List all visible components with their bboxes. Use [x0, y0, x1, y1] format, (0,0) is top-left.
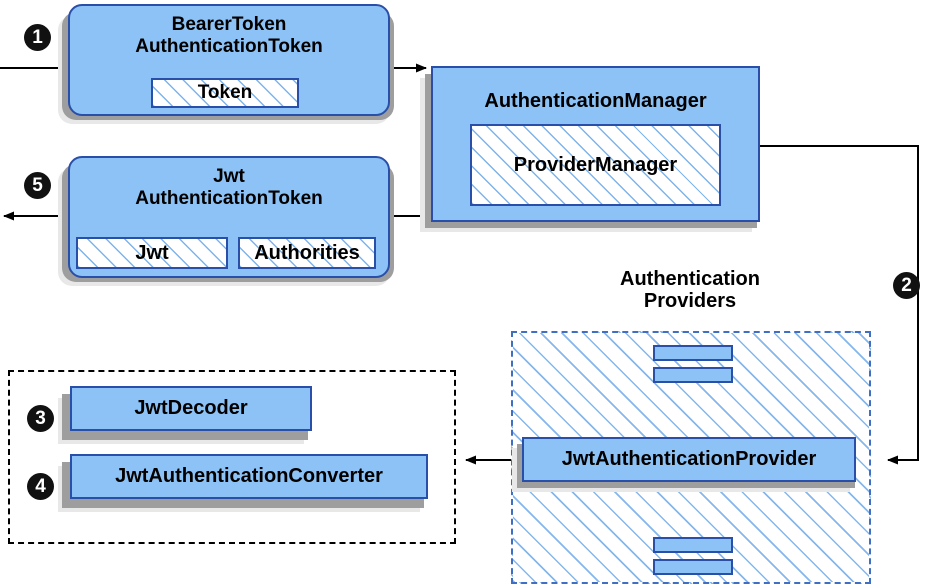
authentication-providers-caption-line1: Authentication	[620, 268, 760, 290]
bearer-token-title: BearerToken AuthenticationToken	[135, 14, 323, 57]
panel-jwt-support-components	[8, 370, 456, 544]
badge-step-3: 3	[27, 405, 54, 432]
badge-step-1: 1	[24, 24, 51, 51]
badge-step-2: 2	[893, 272, 920, 299]
provider-placeholder-bar-4	[653, 559, 733, 575]
wire-manager-to-provider	[760, 145, 919, 465]
badge-step-4: 4	[27, 473, 54, 500]
node-jwt-authentication-converter[interactable]: JwtAuthenticationConverter	[70, 454, 428, 499]
authentication-providers-caption: Authentication Providers	[592, 268, 788, 313]
jwt-token-title: Jwt AuthenticationToken	[135, 166, 323, 209]
badge-step-5: 5	[24, 172, 51, 199]
jwt-token-title-line1: Jwt	[213, 166, 245, 187]
subbox-token[interactable]: Token	[151, 78, 299, 108]
node-jwt-decoder[interactable]: JwtDecoder	[70, 386, 312, 431]
node-jwt-authentication-provider[interactable]: JwtAuthenticationProvider	[522, 437, 856, 482]
node-bearer-token-authentication-token[interactable]: BearerToken AuthenticationToken	[68, 4, 390, 116]
bearer-token-title-line1: BearerToken	[171, 14, 287, 35]
jwt-token-title-line2: AuthenticationToken	[135, 187, 323, 209]
subbox-jwt[interactable]: Jwt	[76, 237, 228, 269]
provider-placeholder-bar-3	[653, 537, 733, 553]
bearer-token-title-line2: AuthenticationToken	[135, 35, 323, 57]
authentication-providers-caption-line2: Providers	[643, 290, 737, 313]
provider-placeholder-bar-2	[653, 367, 733, 383]
provider-placeholder-bar-1	[653, 345, 733, 361]
subbox-authorities[interactable]: Authorities	[238, 237, 376, 269]
subbox-provider-manager[interactable]: ProviderManager	[470, 124, 721, 206]
